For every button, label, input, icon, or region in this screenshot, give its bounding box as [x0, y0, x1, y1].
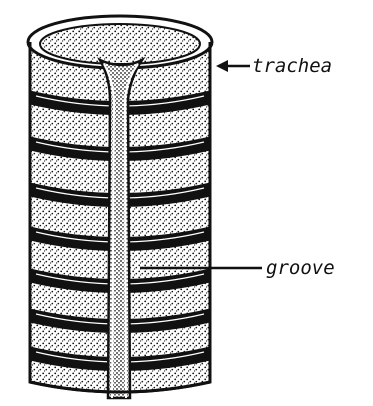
- trachea-pointer: [216, 60, 250, 72]
- trachea-lumen: [40, 24, 200, 64]
- groove-label: groove: [266, 257, 335, 279]
- trachea-label: trachea: [252, 55, 332, 77]
